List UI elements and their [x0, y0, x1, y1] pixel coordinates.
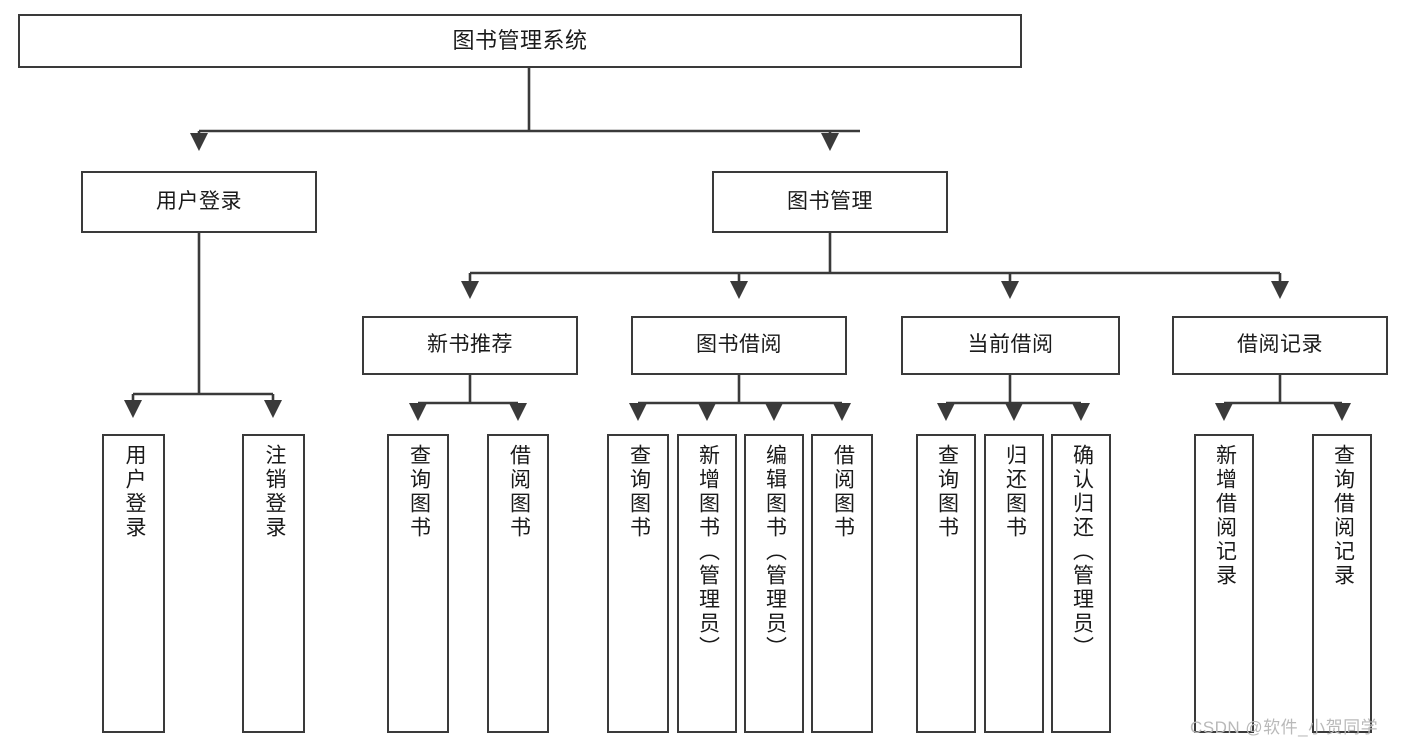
node-leaf-borrow-books-1-label: 借阅图书	[507, 444, 531, 540]
node-leaf-query-books-3-label: 查询图书	[935, 444, 959, 540]
node-leaf-borrow-books-1[interactable]: 借阅图书	[487, 434, 549, 733]
node-leaf-user-login-label: 用户登录	[122, 444, 146, 540]
edge-borrow-record-children	[1214, 375, 1352, 422]
node-leaf-borrow-books-2[interactable]: 借阅图书	[811, 434, 873, 733]
node-root[interactable]: 图书管理系统	[18, 14, 1022, 68]
node-book-borrow-label: 图书借阅	[696, 333, 782, 357]
node-leaf-confirm-return-admin[interactable]: 确认归还（管理员）	[1051, 434, 1111, 733]
node-borrow-record-label: 借阅记录	[1237, 333, 1323, 357]
node-leaf-logout[interactable]: 注销登录	[242, 434, 305, 733]
node-leaf-query-books-1-label: 查询图书	[407, 444, 431, 540]
node-leaf-add-borrow-record-label: 新增借阅记录	[1213, 444, 1237, 588]
node-leaf-edit-book-admin[interactable]: 编辑图书（管理员）	[744, 434, 804, 733]
node-leaf-add-book-admin-label: 新增图书（管理员）	[696, 444, 720, 660]
node-leaf-logout-label: 注销登录	[262, 444, 286, 540]
node-leaf-edit-book-admin-label: 编辑图书（管理员）	[763, 444, 787, 660]
node-leaf-add-book-admin[interactable]: 新增图书（管理员）	[677, 434, 737, 733]
node-leaf-query-books-3[interactable]: 查询图书	[916, 434, 976, 733]
node-leaf-return-books[interactable]: 归还图书	[984, 434, 1044, 733]
node-borrow-record[interactable]: 借阅记录	[1172, 316, 1388, 375]
node-leaf-query-books-2[interactable]: 查询图书	[607, 434, 669, 733]
node-leaf-query-books-2-label: 查询图书	[627, 444, 651, 540]
node-current-borrow-label: 当前借阅	[967, 333, 1054, 357]
node-user-login-label: 用户登录	[156, 189, 242, 213]
node-leaf-query-borrow-record-label: 查询借阅记录	[1331, 444, 1355, 588]
node-new-book-recommend[interactable]: 新书推荐	[362, 316, 578, 375]
node-book-management-label: 图书管理	[787, 189, 873, 213]
csdn-watermark: CSDN @软件_小贺同学	[1190, 718, 1379, 737]
edge-user-login-children	[123, 233, 283, 419]
edge-book-management-children	[460, 233, 1290, 300]
node-user-login[interactable]: 用户登录	[81, 171, 317, 233]
node-leaf-add-borrow-record[interactable]: 新增借阅记录	[1194, 434, 1254, 733]
node-root-label: 图书管理系统	[452, 28, 588, 54]
node-new-book-recommend-label: 新书推荐	[427, 333, 513, 357]
node-leaf-confirm-return-admin-label: 确认归还（管理员）	[1070, 444, 1094, 660]
node-leaf-return-books-label: 归还图书	[1003, 444, 1027, 540]
node-leaf-query-borrow-record[interactable]: 查询借阅记录	[1312, 434, 1372, 733]
edge-new-book-recommend-children	[408, 375, 528, 422]
node-book-borrow[interactable]: 图书借阅	[631, 316, 847, 375]
node-leaf-borrow-books-2-label: 借阅图书	[831, 444, 855, 540]
node-book-management[interactable]: 图书管理	[712, 171, 948, 233]
edge-book-borrow-children	[628, 375, 852, 422]
edge-root-trunk	[189, 68, 860, 152]
node-current-borrow[interactable]: 当前借阅	[901, 316, 1120, 375]
node-leaf-user-login[interactable]: 用户登录	[102, 434, 165, 733]
edge-current-borrow-children	[936, 375, 1091, 422]
node-leaf-query-books-1[interactable]: 查询图书	[387, 434, 449, 733]
